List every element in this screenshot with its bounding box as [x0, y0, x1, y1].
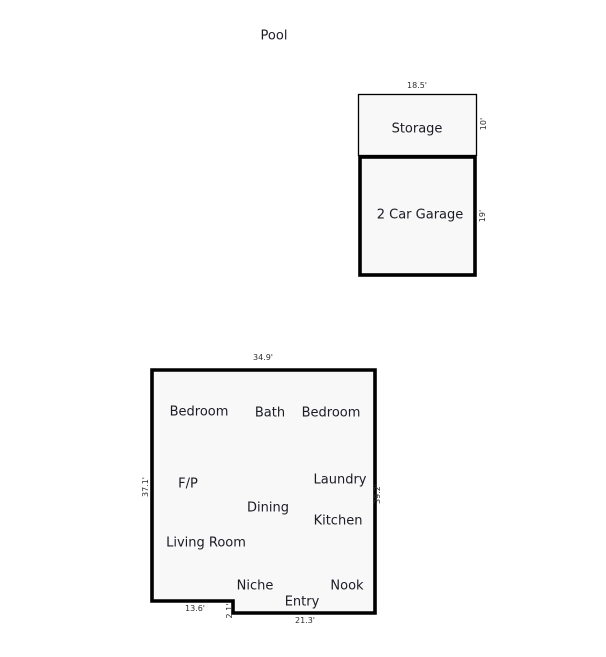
- pool-label: Pool: [260, 28, 288, 44]
- house-top-dimension: 34.9': [252, 353, 274, 362]
- house-bottom-right-dimension: 21.3': [294, 616, 316, 625]
- house-bottom-left-dimension: 13.6': [184, 604, 206, 613]
- room-label-entry: Entry: [284, 594, 320, 610]
- room-label-dining: Dining: [247, 500, 289, 516]
- house-outline: [150, 368, 377, 615]
- room-label-bath: Bath: [254, 405, 286, 421]
- room-label-kitchen: Kitchen: [313, 513, 363, 529]
- garage-label: 2 Car Garage: [376, 207, 464, 223]
- storage-label: Storage: [391, 121, 443, 137]
- storage-width-dimension: 18.5': [406, 81, 428, 90]
- room-label-laundry: Laundry: [313, 472, 367, 488]
- storage-outline: [357, 93, 478, 157]
- room-label-bedroom-right: Bedroom: [301, 405, 361, 421]
- garage-outline: [358, 155, 477, 277]
- house-left-dimension: 37.1': [141, 476, 150, 498]
- storage-height-dimension: 10': [479, 117, 488, 131]
- room-label-niche: Niche: [236, 578, 274, 594]
- house-step-dimension: 2.1': [225, 603, 234, 619]
- room-label-living-room: Living Room: [166, 535, 246, 551]
- room-label-fireplace: F/P: [178, 476, 198, 492]
- room-label-bedroom-left: Bedroom: [169, 404, 229, 420]
- garage-height-dimension: 19': [478, 209, 487, 223]
- house-right-dimension: 39.2': [373, 483, 382, 505]
- room-label-nook: Nook: [330, 578, 364, 594]
